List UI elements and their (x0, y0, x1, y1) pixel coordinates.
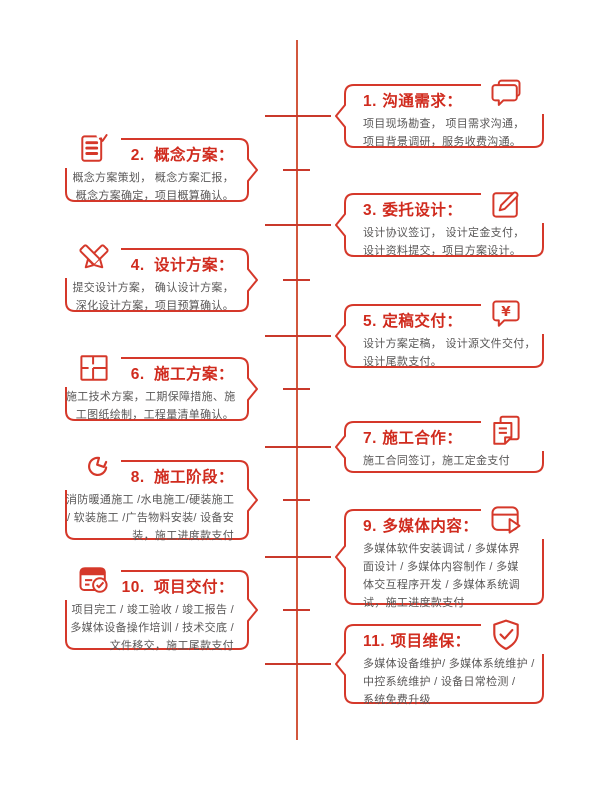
timeline-item-2: 2. 概念方案： 概念方案策划， 概念方案汇报， 概念方案确定，项目概算确认。 (65, 133, 258, 202)
checklist-icon (76, 131, 112, 167)
item-number: 3. (363, 202, 377, 219)
item-name: 概念方案： (153, 147, 234, 164)
svg-text:¥: ¥ (501, 304, 511, 320)
shield-check-icon (488, 617, 524, 653)
item-name: 项目交付： (153, 579, 234, 596)
timeline-tick-5 (265, 335, 331, 337)
item-title: 3. 委托设计： (345, 198, 545, 220)
item-title: 5. 定稿交付： (345, 309, 545, 331)
item-number: 10. (121, 579, 145, 596)
item-description: 施工技术方案，工期保障措施、施 工图纸绘制，工程量清单确认。 (66, 391, 236, 421)
item-title: 8. 施工阶段： (66, 465, 250, 487)
timeline-item-9: 9. 多媒体内容： 多媒体软件安装调试 / 多媒体界 面设计 / 多媒体内容制作 … (335, 506, 545, 609)
multimedia-play-icon (488, 502, 524, 538)
item-description: 提交设计方案， 确认设计方案， 深化设计方案，项目预算确认。 (72, 282, 234, 312)
item-name: 项目维保： (390, 633, 471, 650)
item-name: 多媒体内容： (382, 518, 479, 535)
item-title: 11.项目维保： (345, 629, 545, 651)
item-number: 6. (130, 366, 145, 383)
timeline-tick-4 (283, 279, 310, 281)
delivery-check-icon (76, 563, 112, 599)
timeline-item-11: 11.项目维保： 多媒体设备维护/ 多媒体系统维护 / 中控系统维护 / 设备日… (335, 619, 545, 706)
design-tools-icon (76, 241, 112, 277)
item-description: 多媒体设备维护/ 多媒体系统维护 / 中控系统维护 / 设备日常检测 / 系统免… (363, 658, 535, 706)
item-title: 7. 施工合作： (345, 426, 545, 448)
timeline-item-4: 4. 设计方案： 提交设计方案， 确认设计方案， 深化设计方案，项目预算确认。 (65, 244, 258, 312)
chat-bubbles-icon (488, 77, 524, 113)
item-name: 施工阶段： (153, 469, 234, 486)
item-number: 2. (130, 147, 145, 164)
contract-docs-icon (488, 414, 524, 450)
timeline-item-6: 6. 施工方案： 施工技术方案，工期保障措施、施 工图纸绘制，工程量清单确认。 (65, 355, 258, 421)
item-name: 沟通需求： (382, 93, 463, 110)
timeline-spine (296, 40, 298, 740)
timeline-item-8: 8. 施工阶段： 消防暖通施工 /水电施工/硬装施工 / 软装施工 /广告物料安装… (65, 456, 258, 542)
timeline-tick-11 (265, 663, 331, 665)
item-name: 设计方案： (153, 257, 234, 274)
item-name: 施工合作： (382, 430, 463, 447)
item-name: 委托设计： (382, 202, 463, 219)
item-description: 设计方案定稿， 设计源文件交付， 设计尾款支付。 (363, 338, 536, 368)
item-number: 8. (130, 469, 145, 486)
item-description: 多媒体软件安装调试 / 多媒体界 面设计 / 多媒体内容制作 / 多媒 体交互程… (363, 543, 520, 609)
timeline-item-5: ¥ 5. 定稿交付： 设计方案定稿， 设计源文件交付， 设计尾款支付。 (335, 300, 545, 368)
blueprint-icon (76, 350, 112, 386)
timeline-item-3: 3. 委托设计： 设计协议签订， 设计定金支付， 设计资料提交，项目方案设计。 (335, 191, 545, 257)
timeline-tick-1 (265, 115, 331, 117)
timeline-tick-3 (265, 224, 331, 226)
item-title: 10. 项目交付： (66, 575, 250, 597)
edit-pencil-icon (488, 186, 524, 222)
item-description: 消防暖通施工 /水电施工/硬装施工 / 软装施工 /广告物料安装/ 设备安 装，… (66, 494, 235, 542)
item-title: 2. 概念方案： (66, 143, 250, 165)
item-number: 9. (363, 518, 377, 535)
timeline-item-10: 10. 项目交付： 项目完工 / 竣工验收 / 竣工报告 / 多媒体设备操作培训 … (65, 567, 258, 652)
timeline-tick-9 (265, 556, 331, 558)
item-number: 5. (363, 313, 377, 330)
item-number: 1. (363, 93, 377, 110)
item-name: 施工方案： (153, 366, 234, 383)
item-title: 9. 多媒体内容： (345, 514, 545, 536)
timeline-tick-7 (265, 446, 331, 448)
timeline-tick-6 (283, 388, 310, 390)
item-title: 4. 设计方案： (66, 253, 250, 275)
timeline-item-7: 7. 施工合作： 施工合同签订，施工定金支付 (335, 415, 545, 473)
item-description: 概念方案策划， 概念方案汇报， 概念方案确定，项目概算确认。 (72, 172, 234, 202)
payment-bubble-icon: ¥ (488, 297, 524, 333)
item-description: 项目现场勘查， 项目需求沟通， 项目背景调研，服务收费沟通。 (363, 118, 525, 148)
timeline-tick-10 (283, 609, 310, 611)
item-description: 设计协议签订， 设计定金支付， 设计资料提交，项目方案设计。 (363, 227, 525, 257)
item-description: 施工合同签订，施工定金支付 (363, 455, 510, 467)
item-name: 定稿交付： (382, 313, 463, 330)
item-title: 1. 沟通需求： (345, 89, 545, 111)
item-number: 4. (130, 257, 145, 274)
timeline-item-1: 1. 沟通需求： 项目现场勘查， 项目需求沟通， 项目背景调研，服务收费沟通。 (335, 79, 545, 148)
timeline-tick-2 (283, 169, 310, 171)
item-description: 项目完工 / 竣工验收 / 竣工报告 / 多媒体设备操作培训 / 技术交底 / … (70, 604, 234, 652)
wrench-icon (76, 453, 112, 489)
item-title: 6. 施工方案： (66, 362, 250, 384)
item-number: 7. (363, 430, 377, 447)
timeline-tick-8 (283, 499, 310, 501)
item-number: 11. (363, 633, 386, 650)
